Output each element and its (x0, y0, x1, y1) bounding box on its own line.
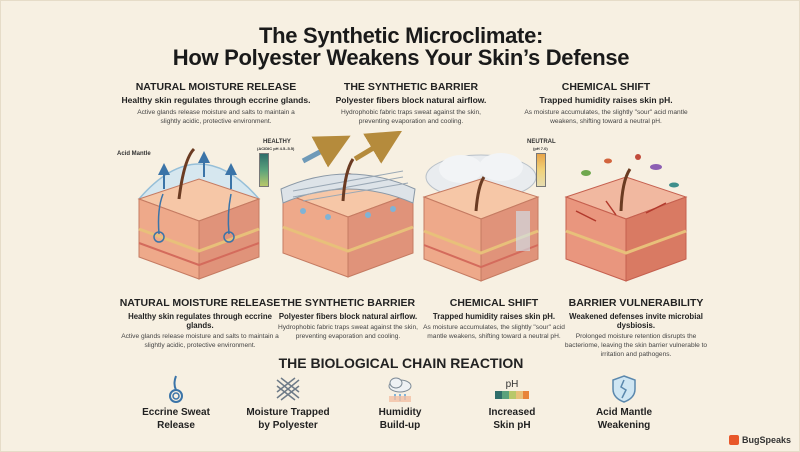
panel-subheading: Polyester fibers block natural airflow. (335, 95, 487, 105)
chain-label-line1: Acid Mantle (595, 407, 653, 418)
panel-description: Hydrophobic fabric traps sweat against t… (277, 324, 418, 340)
page-title: The Synthetic Microclimate: (258, 23, 544, 48)
chain-label-line1: Eccrine Sweat (142, 407, 210, 418)
panel-heading: NATURAL MOISTURE RELEASE (119, 297, 281, 309)
panel-heading: CHEMICAL SHIFT (561, 81, 651, 93)
panel-description: Active glands release moisture and salts… (137, 109, 295, 125)
bottom-panel-natural-moisture: NATURAL MOISTURE RELEASE Healthy skin re… (115, 297, 285, 351)
top-panel-natural-moisture: NATURAL MOISTURE RELEASE Healthy skin re… (111, 81, 321, 126)
chain-label-line2: Build-up (379, 419, 421, 431)
panel-subheading: Weakened defenses invite microbial dysbi… (569, 312, 703, 330)
ph-scale-neutral (536, 153, 546, 187)
healthy-skin-illustration (137, 147, 261, 280)
bottom-panel-chemical-shift: CHEMICAL SHIFT Trapped humidity raises s… (419, 297, 569, 342)
panel-heading: CHEMICAL SHIFT (449, 297, 539, 309)
brand-logo: BugSpeaks (728, 435, 791, 445)
acid-mantle-label: Acid Mantle (117, 151, 151, 157)
neutral-label: NEUTRAL (527, 139, 556, 145)
cracked-shield-icon (612, 375, 636, 403)
chain-label-line2: Release (157, 419, 195, 431)
bottom-panel-synthetic-barrier: THE SYNTHETIC BARRIER Polyester fibers b… (273, 297, 423, 342)
healthy-ph-label: (ACIDIC pH 4.5–5.5) (257, 146, 295, 151)
neutral-ph-label: (pH 7.0) (533, 146, 548, 151)
sweat-gland-icon (169, 375, 183, 403)
bottom-panel-barrier-vulnerability: BARRIER VULNERABILITY Weakened defenses … (561, 297, 711, 360)
panel-heading: THE SYNTHETIC BARRIER (280, 297, 416, 309)
chain-label-line1: Moisture Trapped (246, 407, 330, 418)
chain-label-line1: Humidity (378, 407, 422, 418)
chain-label-line1: Increased (488, 407, 536, 418)
top-panel-synthetic-barrier: THE SYNTHETIC BARRIER Polyester fibers b… (321, 81, 501, 126)
panel-description: As moisture accumulates, the slightly "s… (524, 109, 688, 125)
ph-icon-text: pH (505, 378, 519, 390)
chemical-shift-illustration (422, 153, 540, 282)
panel-subheading: Healthy skin regulates through eccrine g… (128, 312, 272, 330)
barrier-vulnerability-illustration (564, 154, 688, 282)
brand-mark-icon (728, 435, 739, 445)
panel-description: Hydrophobic fabric traps sweat against t… (340, 109, 481, 125)
panel-description: Prolonged moisture retention disrupts th… (564, 333, 708, 358)
chain-reaction-title: THE BIOLOGICAL CHAIN REACTION (278, 355, 524, 371)
panel-subheading: Trapped humidity raises skin pH. (432, 312, 556, 321)
ph-scale-icon (495, 390, 529, 399)
top-panel-chemical-shift: CHEMICAL SHIFT Trapped humidity raises s… (511, 81, 701, 126)
panel-subheading: Healthy skin regulates through eccrine g… (121, 95, 311, 105)
page-subtitle: How Polyester Weakens Your Skin’s Defens… (172, 45, 630, 70)
panel-heading: BARRIER VULNERABILITY (568, 297, 704, 309)
cloud-icon (388, 377, 412, 402)
panel-description: As moisture accumulates, the slightly "s… (423, 324, 565, 340)
panel-description: Active glands release moisture and salts… (121, 333, 279, 349)
chain-label-line2: by Polyester (258, 419, 318, 431)
panel-heading: THE SYNTHETIC BARRIER (343, 81, 479, 93)
synthetic-barrier-illustration (280, 131, 416, 278)
chain-label-line2: Skin pH (493, 419, 531, 431)
fabric-mesh-icon (276, 377, 300, 401)
ph-scale-healthy (259, 153, 269, 187)
healthy-label: HEALTHY (263, 139, 291, 145)
panel-subheading: Trapped humidity raises skin pH. (539, 95, 673, 105)
panel-subheading: Polyester fibers block natural airflow. (278, 312, 418, 321)
chain-label-line2: Weakening (597, 419, 651, 431)
brand-name: BugSpeaks (741, 435, 791, 445)
panel-heading: NATURAL MOISTURE RELEASE (135, 81, 297, 93)
